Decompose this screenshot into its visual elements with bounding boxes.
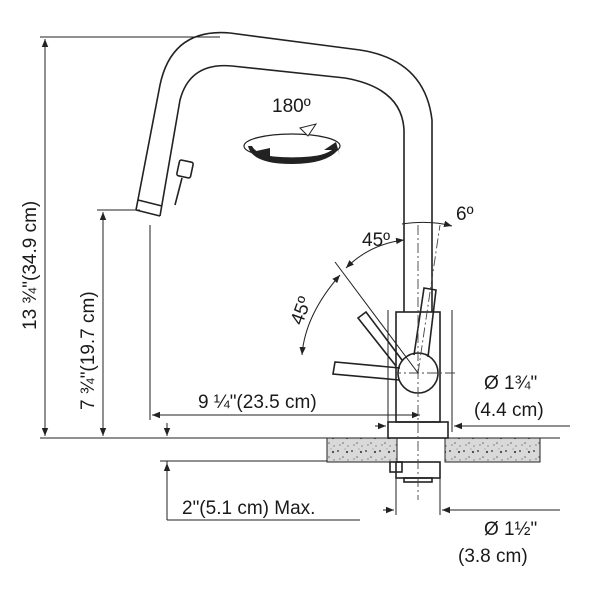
angle-arcs [299, 220, 453, 374]
angle-45-top-label: 45º [362, 230, 390, 251]
countertop [326, 437, 560, 463]
centerlines [395, 224, 455, 500]
rotation-arrow-icon [243, 123, 341, 164]
angle-45-side-label: 45º [287, 294, 316, 328]
hole-diameter-cm-label: (3.8 cm) [458, 546, 528, 567]
reach-label: 9 ¼"(23.5 cm) [198, 392, 317, 413]
height-total-label: 13 ¾"(34.9 cm) [20, 201, 41, 330]
height-spout-label: 7 ¾"(19.7 cm) [78, 291, 99, 410]
base-diameter-cm-label: (4.4 cm) [474, 400, 544, 421]
dimension-lines [40, 36, 570, 521]
base-diameter-in-label: Ø 1¾" [484, 373, 537, 394]
rotation-label: 180º [272, 96, 311, 117]
hole-diameter-in-label: Ø 1½" [484, 519, 537, 540]
angle-6-label: 6º [456, 204, 474, 225]
deck-thickness-label: 2"(5.1 cm) Max. [182, 498, 315, 519]
